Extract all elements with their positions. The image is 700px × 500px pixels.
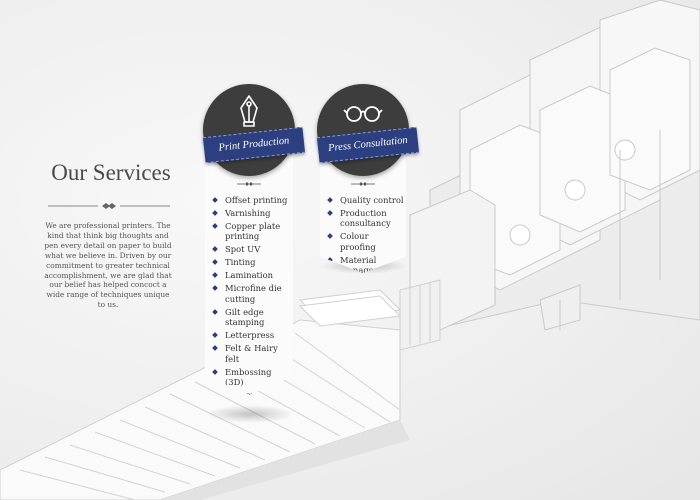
intro-paragraph: We are professional printers. The kind t…	[44, 221, 172, 310]
glasses-icon	[343, 106, 383, 122]
bullet-icon	[212, 332, 218, 339]
bullet-icon	[327, 197, 333, 203]
conveyor-belt	[0, 279, 441, 500]
page-title: Our Services	[51, 160, 171, 185]
card-print-production-body: Offset printing Varnishing Copper plate …	[205, 155, 293, 395]
title-divider	[48, 203, 170, 209]
paper-stack	[298, 289, 402, 327]
bullet-icon	[212, 368, 218, 375]
bullet-icon	[327, 210, 333, 216]
list-item: Offset printing	[211, 195, 291, 205]
list-item: Felt & Hairy felt	[211, 343, 291, 364]
bullet-icon	[212, 197, 218, 203]
list-item: Lamination	[211, 270, 291, 280]
bullet-icon	[212, 272, 218, 279]
card-shadow	[205, 405, 295, 423]
list-item: Production consultancy	[326, 208, 406, 229]
list-item: Material management	[326, 255, 406, 273]
bullet-icon	[212, 259, 218, 266]
print-production-list: Offset printing Varnishing Copper plate …	[211, 195, 291, 395]
bullet-icon	[212, 223, 218, 229]
press-consultation-list: Quality control Production consultancy C…	[326, 195, 406, 273]
list-item: Tinting	[211, 257, 291, 267]
list-item: Gilt edge stamping	[211, 307, 291, 328]
bullet-icon	[212, 246, 218, 253]
ornament-icon	[351, 182, 375, 186]
press-machine	[409, 0, 700, 331]
ornament-icon	[237, 182, 261, 186]
list-item: Varnishing	[211, 208, 291, 218]
bullet-icon	[212, 345, 218, 352]
list-item: Embossing (3D)	[211, 367, 291, 388]
list-item: Letterpress	[211, 330, 291, 340]
list-item: Copper plate printing	[211, 221, 291, 242]
bullet-icon	[212, 285, 218, 292]
list-item: Quality control	[326, 195, 406, 205]
bullet-icon	[327, 233, 333, 240]
list-item: Silkscreen	[211, 390, 291, 395]
list-item: Spot UV	[211, 244, 291, 254]
list-item: Colour proofing	[326, 231, 406, 252]
bullet-icon	[212, 308, 218, 315]
bullet-icon	[212, 210, 218, 216]
list-item: Microfine die cutting	[211, 283, 291, 304]
pen-nib-icon	[240, 95, 258, 127]
